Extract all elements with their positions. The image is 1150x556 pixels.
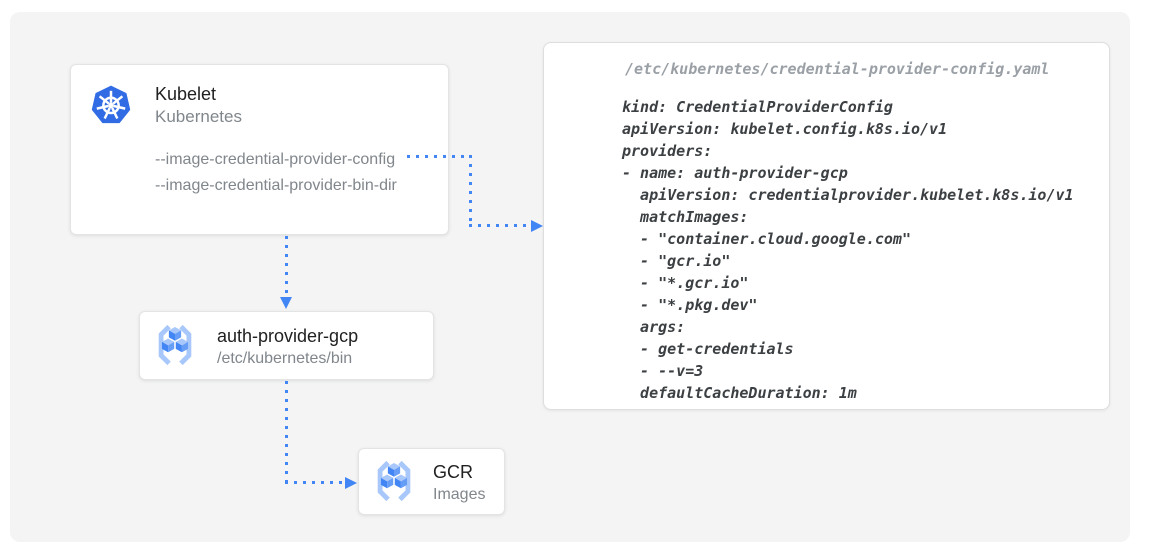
auth-provider-title: auth-provider-gcp [217, 326, 359, 346]
container-registry-icon [158, 324, 192, 366]
gcr-subtitle: Images [433, 486, 486, 503]
arrow-auth-to-gcr-segment [285, 481, 345, 484]
arrow-kubelet-to-auth-head [280, 297, 292, 309]
kubelet-node-card [70, 64, 449, 235]
yaml-config-panel [543, 42, 1110, 410]
container-registry-icon [377, 460, 411, 502]
kubelet-flags: --image-credential-provider-config --ima… [155, 151, 397, 194]
arrow-auth-to-gcr-head [345, 477, 357, 489]
arrow-config-to-yaml-segment [469, 224, 531, 227]
gcr-title: GCR [433, 462, 473, 482]
auth-provider-subtitle: /etc/kubernetes/bin [217, 350, 353, 367]
arrow-auth-to-gcr-segment [285, 381, 288, 482]
kubernetes-helm-icon [91, 85, 131, 124]
kubelet-subtitle: Kubernetes [155, 107, 242, 126]
arrow-config-to-yaml-head [531, 220, 543, 232]
yaml-file-path: /etc/kubernetes/credential-provider-conf… [625, 60, 1050, 78]
yaml-code-block: kind: CredentialProviderConfig apiVersio… [622, 98, 1074, 402]
arrow-config-to-yaml-segment [407, 155, 471, 158]
arrow-kubelet-to-auth-segment [285, 236, 288, 297]
arrow-config-to-yaml-segment [469, 155, 472, 225]
kubelet-title: Kubelet [155, 84, 217, 104]
